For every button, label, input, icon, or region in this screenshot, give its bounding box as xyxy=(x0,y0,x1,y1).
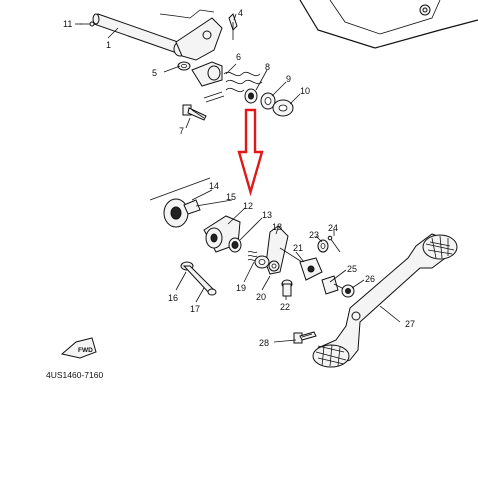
cotter-pin-24 xyxy=(327,235,341,253)
callout-20: 20 xyxy=(256,292,266,302)
nut-26 xyxy=(341,284,355,298)
washer-5 xyxy=(177,61,191,71)
fwd-direction-tag: FWD xyxy=(60,337,97,359)
callout-5: 5 xyxy=(152,68,157,78)
callout-numbers: 11 1 4 5 6 7 8 9 10 14 15 12 13 18 16 17… xyxy=(63,8,415,348)
callout-18: 18 xyxy=(272,222,282,232)
callout-26: 26 xyxy=(365,274,375,284)
guide-pin xyxy=(228,13,238,40)
callout-4: 4 xyxy=(238,8,243,18)
callout-16: 16 xyxy=(168,293,178,303)
callout-10: 10 xyxy=(300,86,310,96)
shift-lever-18 xyxy=(265,225,289,275)
callout-12: 12 xyxy=(243,201,253,211)
callout-1: 1 xyxy=(106,40,111,50)
washer-9 xyxy=(260,92,276,110)
collar-8 xyxy=(244,88,258,104)
callout-14: 14 xyxy=(209,181,219,191)
link-rod-21 xyxy=(279,247,323,281)
callout-27: 27 xyxy=(405,319,415,329)
fwd-label: FWD xyxy=(78,347,93,354)
diagram-part-code: 4US1460-7160 xyxy=(46,370,103,380)
bolt-7 xyxy=(182,104,207,121)
callout-6: 6 xyxy=(236,52,241,62)
callout-25: 25 xyxy=(347,264,357,274)
torsion-spring xyxy=(223,71,263,93)
callout-21: 21 xyxy=(293,243,303,253)
callout-22: 22 xyxy=(280,302,290,312)
callout-13: 13 xyxy=(262,210,272,220)
callout-28: 28 xyxy=(259,338,269,348)
shift-arm xyxy=(191,61,225,103)
callout-19: 19 xyxy=(236,283,246,293)
pivot-pin-16 xyxy=(180,261,217,296)
callout-15: 15 xyxy=(226,192,236,202)
callout-leader-lines xyxy=(75,13,401,343)
bearing-13 xyxy=(228,237,242,253)
red-down-arrow xyxy=(237,108,264,197)
washer-10 xyxy=(272,99,294,117)
callout-11: 11 xyxy=(63,19,72,29)
nut-23 xyxy=(317,239,329,253)
crankcase-outline xyxy=(299,0,478,49)
cotter-pin xyxy=(80,21,95,27)
callout-24: 24 xyxy=(328,223,338,233)
callout-23: 23 xyxy=(309,230,319,240)
holder-15 xyxy=(149,177,211,228)
washer-20 xyxy=(254,255,270,269)
callout-8: 8 xyxy=(265,62,270,72)
shift-pedal-27 xyxy=(312,233,458,368)
callout-17: 17 xyxy=(190,304,200,314)
callout-7: 7 xyxy=(179,126,184,136)
callout-9: 9 xyxy=(286,74,291,84)
bolt-22 xyxy=(281,279,293,297)
bolt-28 xyxy=(293,331,317,344)
shift-shaft xyxy=(92,9,223,61)
